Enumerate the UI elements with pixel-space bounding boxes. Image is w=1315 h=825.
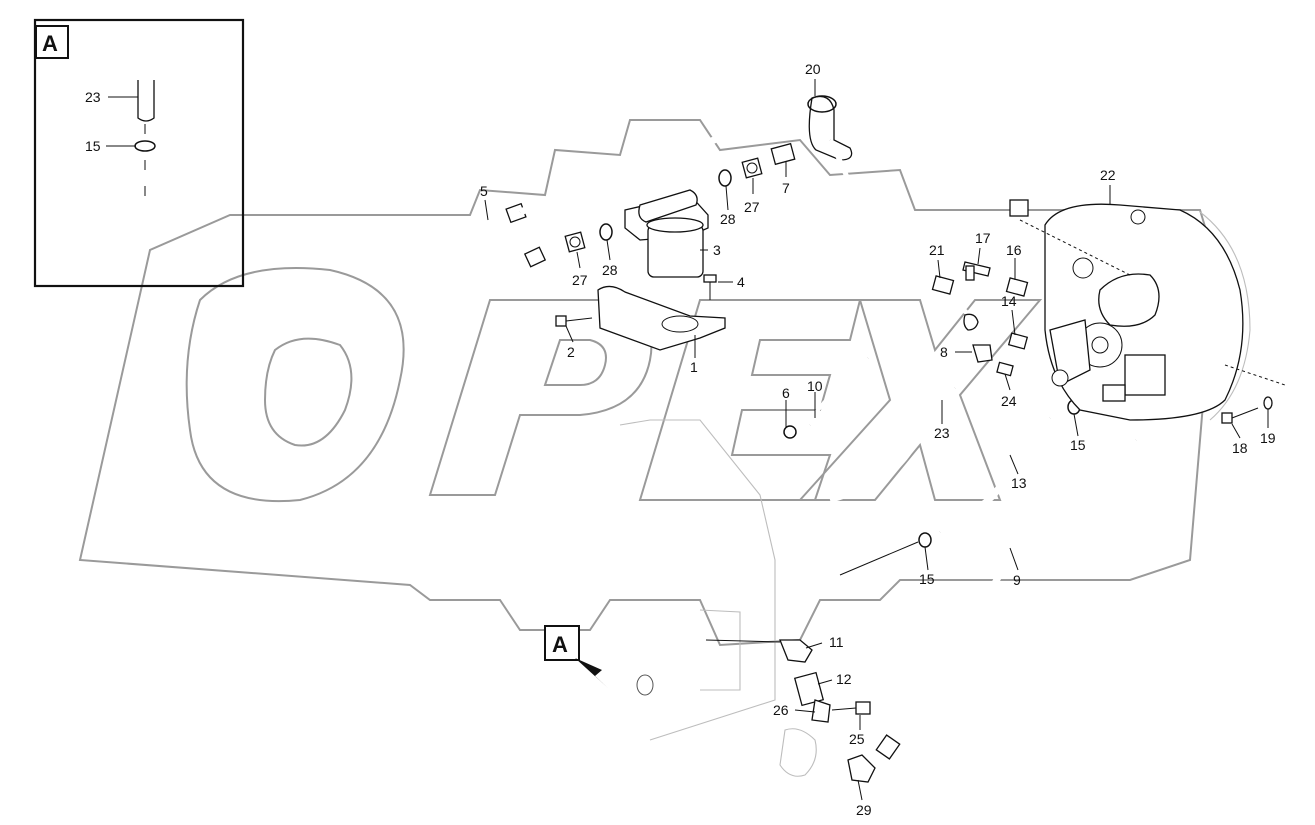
fitting-7: [770, 142, 796, 166]
callout-28b: 28: [602, 262, 618, 278]
hose-5: [404, 202, 547, 307]
callout-3: 3: [713, 242, 721, 258]
oring-28-lower: [599, 223, 613, 241]
fitting-24: [996, 361, 1014, 377]
callout-19: 19: [1260, 430, 1276, 446]
clamp-20: [807, 95, 853, 161]
callout-4: 4: [737, 274, 745, 290]
fitting-21: [931, 275, 955, 295]
fitting-27-upper: [741, 157, 763, 179]
hose-23: [829, 385, 957, 503]
clamp-15-lower: [918, 532, 932, 548]
callout-6: 6: [782, 385, 790, 401]
callout-27a: 27: [744, 199, 760, 215]
hose-down: [827, 138, 978, 326]
callout-27b: 27: [572, 272, 588, 288]
callout-22: 22: [1100, 167, 1116, 183]
inset-view-a: A 23 15: [33, 18, 245, 288]
pump-22: [1044, 203, 1251, 421]
callout-7: 7: [782, 180, 790, 196]
filter-3: [624, 189, 709, 278]
fitting-27-lower: [564, 231, 586, 253]
bolt-4: [703, 274, 717, 300]
fitting-16: [1005, 277, 1029, 297]
bolt-2: [555, 315, 593, 327]
callouts: 1 2 3 4 5 6 7 8 9 10 11 12 13 14 15 15 1…: [480, 61, 1276, 818]
callout-21: 21: [929, 242, 945, 258]
upper-hose: [518, 91, 1029, 217]
callout-15b: 15: [919, 571, 935, 587]
callout-16: 16: [1006, 242, 1022, 258]
callout-10: 10: [807, 378, 823, 394]
callout-20: 20: [805, 61, 821, 77]
callout-29: 29: [856, 802, 872, 818]
lower-assembly: [619, 419, 876, 783]
bracket-1: [597, 285, 726, 351]
callout-11: 11: [829, 634, 844, 650]
callout-24: 24: [1001, 393, 1017, 409]
callout-5: 5: [480, 183, 488, 199]
washer-19: [1263, 396, 1273, 410]
view-marker-a: A: [544, 625, 608, 688]
clamp-6: [783, 425, 797, 439]
callout-1: 1: [690, 359, 698, 375]
oring-28-upper: [718, 169, 732, 187]
fitting-17: [962, 261, 991, 281]
inset-callout-23: 23: [85, 89, 101, 105]
inset-callout-15: 15: [85, 138, 101, 154]
callout-23: 23: [934, 425, 950, 441]
hose-end-elbow: [963, 313, 979, 331]
callout-13: 13: [1011, 475, 1027, 491]
inset-label: A: [42, 31, 58, 56]
callout-14: 14: [1001, 293, 1017, 309]
callout-8: 8: [940, 344, 948, 360]
callout-9: 9: [1013, 572, 1021, 588]
fitting-14: [1007, 332, 1029, 350]
leader-lines: [484, 79, 1269, 801]
callout-2: 2: [567, 344, 575, 360]
hose-10: [808, 356, 870, 426]
callout-17: 17: [975, 230, 991, 246]
callout-15a: 15: [1070, 437, 1086, 453]
hose-9: [875, 436, 1138, 760]
callout-25: 25: [849, 731, 865, 747]
callout-28a: 28: [720, 211, 736, 227]
callout-12: 12: [836, 671, 852, 687]
hose-13: [938, 414, 1052, 536]
opex-watermark: [78, 119, 1217, 647]
elbow-8: [972, 344, 993, 363]
callout-26: 26: [773, 702, 789, 718]
callout-18: 18: [1232, 440, 1248, 456]
view-marker-label: A: [552, 632, 568, 657]
bolt-18: [1221, 407, 1259, 424]
